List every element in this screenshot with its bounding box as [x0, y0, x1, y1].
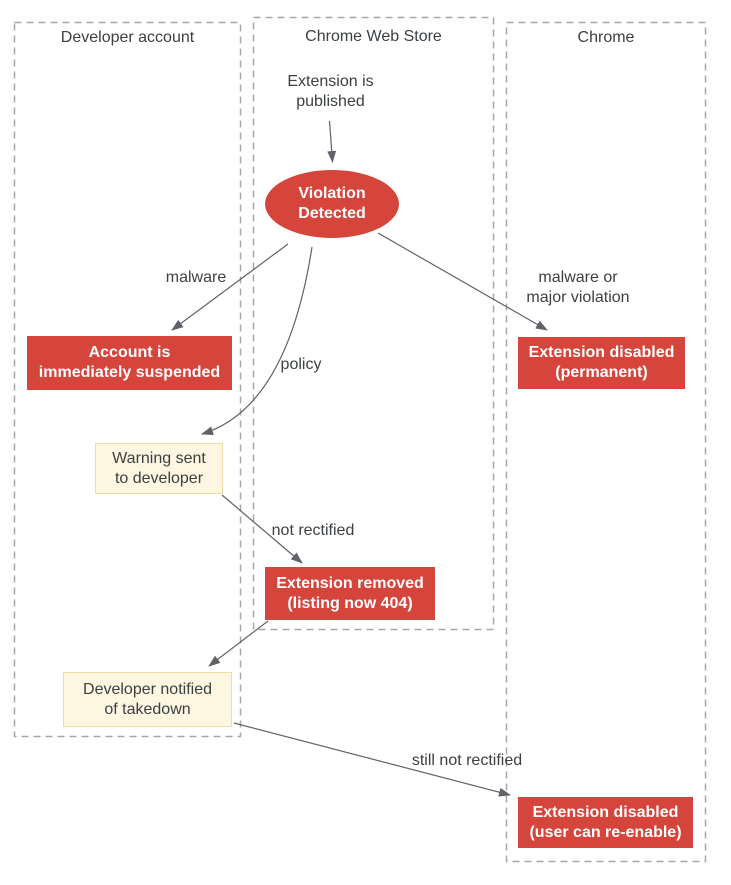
edge-label-policy: policy	[280, 356, 322, 373]
edge-label-malware: malware	[165, 269, 227, 286]
node-extension-removed: Extension removed (listing now 404)	[265, 567, 435, 620]
node-developer-notified: Developer notified of takedown	[63, 672, 232, 727]
edge-label-still-not-rectified: still not rectified	[411, 752, 523, 769]
node-account-suspended: Account is immediately suspended	[27, 336, 232, 390]
arrow-warning-to-extension-removed	[221, 494, 303, 564]
lane-title-chrome-web-store: Chrome Web Store	[305, 28, 442, 45]
arrow-extension-removed-to-developer-notified	[208, 620, 269, 667]
lane-outline-chrome-web-store	[252, 16, 495, 631]
lane-outline-chrome	[505, 21, 707, 863]
node-extension-disabled-reenable: Extension disabled (user can re-enable)	[518, 797, 693, 848]
edge-label-malware-or-major-violation: malware or major violation	[526, 269, 630, 306]
arrow-developer-notified-to-disabled-reenable	[233, 722, 511, 797]
edge-label-not-rectified: not rectified	[271, 522, 355, 539]
node-violation-detected: Violation Detected	[265, 170, 399, 238]
node-warning-sent: Warning sent to developer	[95, 443, 223, 494]
lane-title-chrome: Chrome	[577, 29, 635, 46]
lane-outline-developer-account	[13, 21, 242, 738]
node-extension-published: Extension is published	[287, 73, 374, 110]
arrow-violation-to-account-suspended	[171, 243, 289, 331]
arrow-violation-to-disabled-permanent	[377, 232, 548, 331]
arrow-published-to-violation	[327, 120, 337, 163]
arrow-violation-to-warning	[201, 246, 313, 436]
node-extension-disabled-permanent: Extension disabled (permanent)	[518, 337, 685, 389]
lane-title-developer-account: Developer account	[60, 29, 195, 46]
